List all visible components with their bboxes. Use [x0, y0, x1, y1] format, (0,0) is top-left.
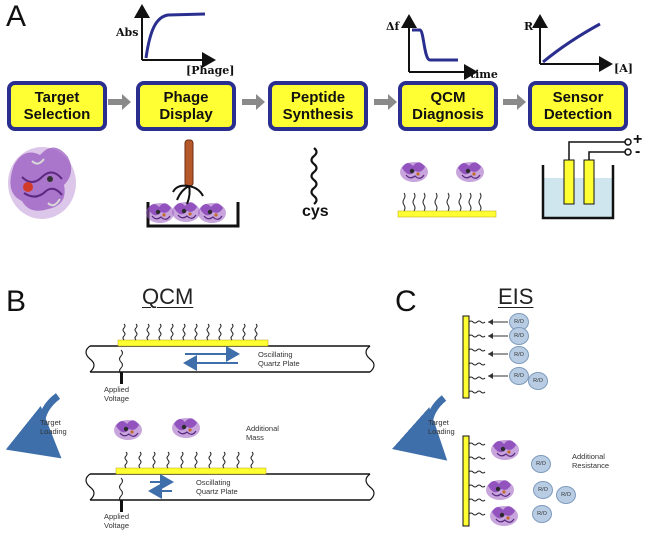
peptide-chain	[310, 147, 318, 205]
redox-probe: R/O	[509, 367, 529, 385]
qcm-diagnosis-illustration	[397, 161, 497, 218]
qcm-title: QCM	[142, 284, 194, 309]
flow-arrow-1	[108, 94, 131, 110]
sensor-plot-y-label: R	[524, 20, 534, 33]
bottom-oscillating-label: Oscillating Quartz Plate	[196, 478, 238, 496]
sensor-plot-x-label: [A]	[614, 62, 633, 75]
step-label: Sensor Detection	[543, 89, 613, 123]
step-label: Phage Display	[159, 89, 213, 123]
step-label: QCM Diagnosis	[412, 89, 484, 123]
additional-resistance-label: Additional Resistance	[572, 452, 610, 470]
step-sensor-detection: Sensor Detection	[528, 81, 628, 131]
electrochemical-cell	[541, 138, 632, 220]
eis-bottom-electrode	[462, 435, 520, 527]
phage-plot-y-label: Abs	[116, 26, 139, 39]
qcm-bottom-assembly	[85, 417, 375, 512]
eis-top-electrode	[462, 315, 508, 399]
flow-arrows	[108, 94, 526, 110]
phage-display-illustration	[145, 139, 240, 228]
target-loading-arrow-b	[5, 393, 62, 459]
sensor-response-plot	[532, 14, 613, 72]
step-qcm-diagnosis: QCM Diagnosis	[398, 81, 498, 131]
flow-arrow-2	[242, 94, 265, 110]
target-loading-label-c: Target Loading	[428, 418, 455, 436]
target-protein-structure	[8, 147, 76, 219]
step-target-selection: Target Selection	[7, 81, 107, 131]
qcm-plot-y-label: Δf	[386, 20, 400, 33]
panel-b-letter: B	[6, 285, 27, 318]
cysteine-label: cys	[302, 203, 329, 220]
top-voltage-label: Applied Voltage	[104, 385, 130, 403]
qcm-plot-x-label: time	[470, 68, 498, 81]
redox-probe: R/O	[532, 505, 552, 523]
bottom-voltage-label: Applied Voltage	[104, 512, 130, 530]
panel-a-letter: A	[6, 0, 27, 33]
redox-probe: R/O	[509, 346, 529, 364]
top-oscillating-label: Oscillating Quartz Plate	[258, 350, 300, 368]
flow-arrow-3	[374, 94, 397, 110]
redox-probe: R/O	[531, 455, 551, 473]
panel-c-letter: C	[395, 285, 417, 318]
phage-binding-plot	[134, 4, 216, 68]
redox-probe: R/O	[528, 372, 548, 390]
eis-title: EIS	[498, 284, 534, 309]
plus-sign: +	[633, 131, 643, 148]
redox-probe: R/O	[556, 486, 576, 504]
redox-probe: R/O	[509, 327, 529, 345]
phage-plot-x-label: [Phage]	[186, 64, 235, 77]
minus-sign: -	[635, 143, 641, 160]
additional-mass-label: Additional Mass	[246, 424, 279, 442]
qcm-top-assembly	[85, 323, 375, 384]
redox-probe: R/O	[533, 481, 553, 499]
step-label: Peptide Synthesis	[282, 89, 354, 123]
target-loading-arrow-c	[392, 395, 448, 461]
step-phage-display: Phage Display	[136, 81, 236, 131]
qcm-frequency-plot	[401, 14, 478, 80]
step-peptide-synthesis: Peptide Synthesis	[268, 81, 368, 131]
target-loading-label-b: Target Loading	[40, 418, 67, 436]
step-label: Target Selection	[23, 89, 91, 123]
flow-arrow-4	[503, 94, 526, 110]
